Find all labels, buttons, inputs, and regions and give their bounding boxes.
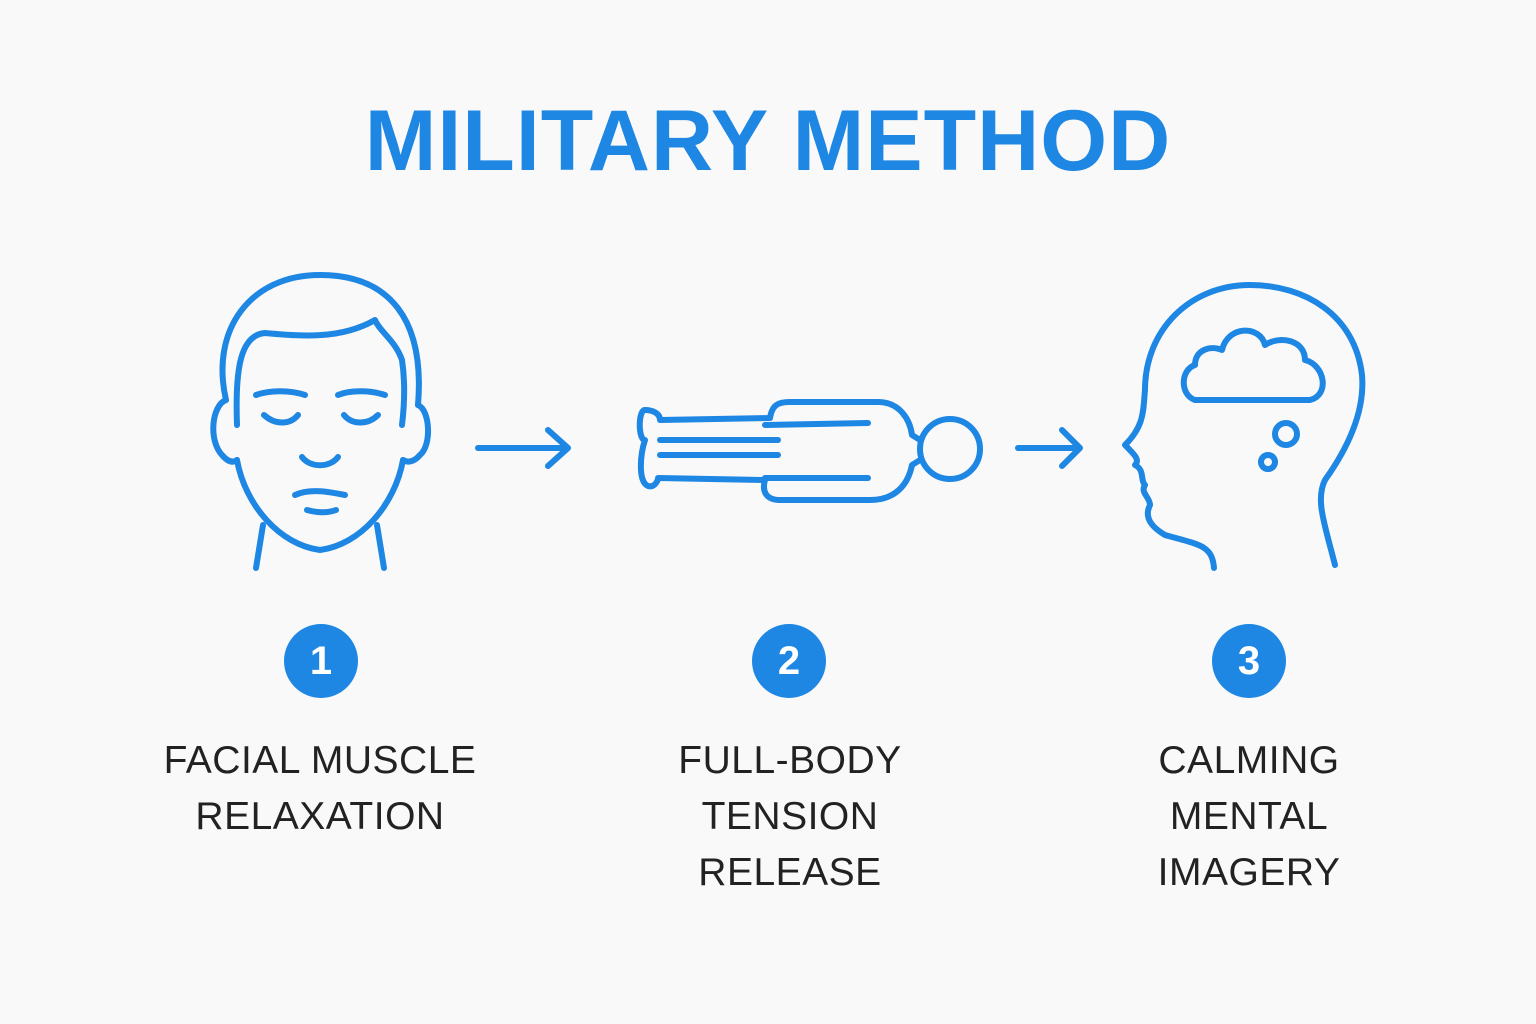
step-label-line: RELEASE: [698, 851, 882, 894]
step-label-line: FULL-BODY: [678, 739, 902, 782]
step-number-badge: 3: [1212, 624, 1286, 698]
step-label-line: FACIAL MUSCLE: [163, 739, 477, 782]
lying-body-icon: [636, 399, 983, 503]
page-title: MILITARY METHOD: [364, 93, 1172, 189]
step-label: CALMING MENTAL IMAGERY: [1039, 733, 1459, 901]
step-label-line: RELAXATION: [195, 795, 445, 838]
head-thought-cloud-icon: [1122, 282, 1366, 571]
step-label: FACIAL MUSCLE RELAXATION: [110, 733, 530, 845]
face-icon: [210, 272, 431, 571]
step-number-badge: 1: [284, 624, 358, 698]
arrow-right-icon: [1015, 427, 1083, 469]
step-label-line: MENTAL: [1169, 795, 1329, 838]
step-number-badge: 2: [752, 624, 826, 698]
arrow-right-icon: [475, 427, 571, 469]
step-label: FULL-BODY TENSION RELEASE: [580, 733, 1000, 901]
step-label-line: CALMING: [1158, 739, 1340, 782]
step-label-line: IMAGERY: [1157, 851, 1341, 894]
step-label-line: TENSION: [701, 795, 879, 838]
